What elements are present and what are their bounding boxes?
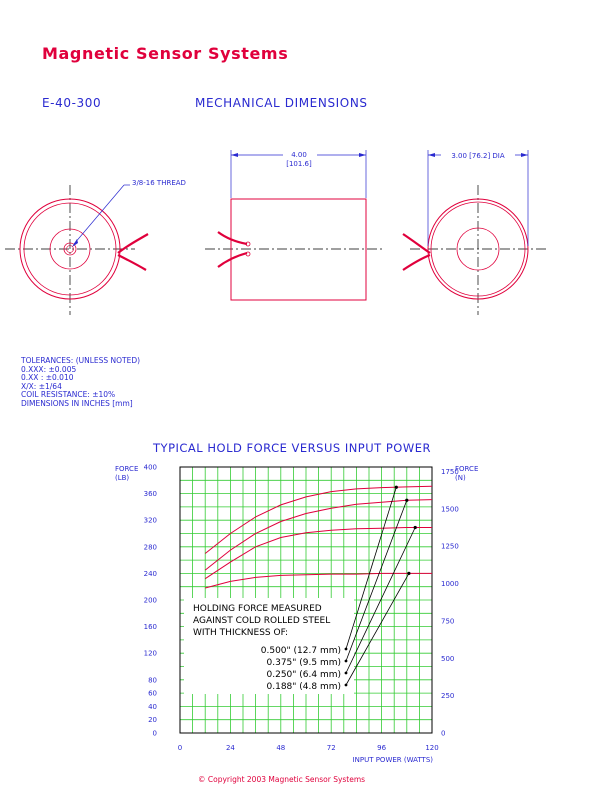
y-tick-label-left: 200: [144, 597, 157, 605]
leader-dot: [344, 659, 348, 663]
x-tick-label: 96: [377, 744, 386, 752]
tolerances-heading: TOLERANCES: (UNLESS NOTED): [21, 356, 141, 365]
y-tick-label-right: 1250: [441, 543, 459, 551]
force-curve: [205, 572, 432, 589]
y-tick-label-left: 80: [148, 676, 157, 684]
mechanical-drawing: 3/8-16 THREAD 4.00 [101.6] 3.00 [76.2] D…: [5, 149, 548, 315]
y-tick-label-right: 1000: [441, 580, 459, 588]
diameter-label: 3.00 [76.2] DIA: [451, 152, 505, 160]
force-curve: [204, 499, 433, 571]
thickness-legend: HOLDING FORCE MEASURED AGAINST COLD ROLL…: [184, 598, 354, 694]
tolerance-line: 0.XXX: ±0.005: [21, 364, 77, 374]
y-tick-label-right: 250: [441, 692, 454, 700]
y-tick-label-left: 60: [148, 690, 157, 698]
tolerance-line: X/X: ±1/64: [21, 381, 62, 391]
thread-leader-arrow: [72, 239, 78, 247]
leader-dot: [344, 683, 348, 687]
y-tick-label-right: 1750: [441, 468, 459, 476]
tolerance-line: DIMENSIONS IN INCHES [mm]: [21, 398, 133, 408]
y-tick-label-right: 0: [441, 730, 445, 738]
side-lead-wire-lower: [217, 251, 248, 268]
body-outline: [230, 198, 367, 301]
x-tick-label: 0: [178, 744, 182, 752]
thread-callout: 3/8-16 THREAD: [132, 179, 186, 187]
drawing-title: MECHANICAL DIMENSIONS: [195, 96, 368, 110]
right-axis-label-line2: (N): [455, 474, 466, 482]
right-axis-label-line1: FORCE: [455, 465, 478, 473]
y-tick-label-left: 160: [144, 623, 157, 631]
copyright-notice: © Copyright 2003 Magnetic Sensor Systems: [198, 775, 366, 784]
y-tick-label-left: 0: [153, 730, 157, 738]
y-tick-label-left: 360: [144, 490, 157, 498]
legend-text-line: WITH THICKNESS OF:: [193, 628, 288, 638]
y-tick-label-right: 500: [441, 655, 454, 663]
leader-line: [345, 527, 416, 674]
y-tick-label-left: 280: [144, 543, 157, 551]
side-view: 4.00 [101.6]: [205, 149, 382, 301]
thread-leader-line: [73, 184, 125, 245]
leader-line: [345, 487, 397, 650]
y-tick-label-left: 240: [144, 570, 157, 578]
front-view-threaded: 3/8-16 THREAD: [5, 179, 186, 315]
length-mm: [101.6]: [286, 160, 312, 168]
force-curves: [204, 485, 433, 589]
leader-dot: [344, 671, 348, 675]
leader-dot: [344, 647, 348, 651]
back-lead-wire-upper: [402, 233, 431, 254]
force-curve: [204, 485, 433, 554]
part-number: E-40-300: [42, 96, 102, 110]
y-tick-label-left: 320: [144, 517, 157, 525]
y-tick-label-right: 1500: [441, 505, 459, 513]
left-axis-label-line2: (LB): [115, 474, 129, 482]
x-tick-label: 72: [327, 744, 336, 752]
x-tick-label: 24: [226, 744, 235, 752]
left-axis-label-line1: FORCE: [115, 465, 138, 473]
y-tick-label-left: 400: [144, 464, 157, 472]
legend-box: [184, 598, 354, 694]
legend-leaders: [344, 485, 417, 687]
chart-title: TYPICAL HOLD FORCE VERSUS INPUT POWER: [152, 441, 431, 455]
company-title: Magnetic Sensor Systems: [42, 44, 289, 63]
leader-line: [345, 573, 410, 686]
x-axis-label: INPUT POWER (WATTS): [353, 756, 434, 764]
force-curve: [204, 527, 432, 580]
tolerance-line: COIL RESISTANCE: ±10%: [21, 390, 116, 400]
tolerances-block: TOLERANCES: (UNLESS NOTED) 0.XXX: ±0.005…: [21, 356, 141, 409]
side-lead-wire-upper: [217, 231, 248, 246]
y-tick-label-left: 120: [144, 650, 157, 658]
legend-series-label: 0.188" (4.8 mm): [267, 682, 342, 692]
x-tick-label: 48: [276, 744, 285, 752]
plot-frame: [179, 466, 433, 734]
lead-wire-lower: [117, 254, 147, 271]
leader-line: [345, 500, 408, 662]
y-tick-label-left: 40: [148, 703, 157, 711]
x-tick-label: 120: [425, 744, 438, 752]
y-tick-label-left: 20: [148, 716, 157, 724]
back-view: 3.00 [76.2] DIA: [402, 150, 548, 315]
back-lead-wire-lower: [402, 253, 431, 271]
legend-series-label: 0.250" (6.4 mm): [267, 670, 342, 680]
legend-text-line: AGAINST COLD ROLLED STEEL: [193, 616, 330, 626]
y-tick-label-right: 750: [441, 617, 454, 625]
lead-wire-upper: [117, 233, 149, 254]
legend-series-label: 0.500" (12.7 mm): [261, 646, 341, 656]
hold-force-chart: TYPICAL HOLD FORCE VERSUS INPUT POWER 0 2…: [115, 441, 478, 764]
tolerance-line: 0.XX : ±0.010: [21, 373, 74, 383]
length-inches: 4.00: [291, 151, 307, 159]
legend-series-label: 0.375" (9.5 mm): [267, 658, 342, 668]
legend-text-line: HOLDING FORCE MEASURED: [193, 604, 322, 614]
